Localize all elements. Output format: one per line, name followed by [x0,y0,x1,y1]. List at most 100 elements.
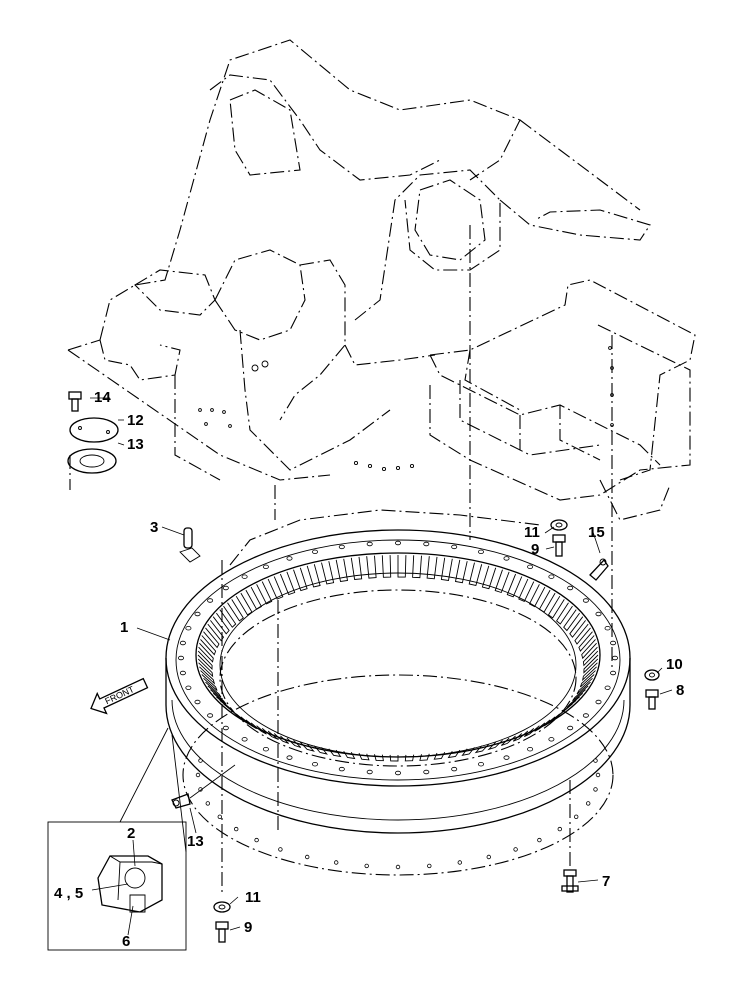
gear-tooth [534,719,551,732]
bolt-hole [548,574,555,579]
gear-tooth [468,562,483,587]
gear-tooth [426,556,438,580]
gear-tooth [528,584,546,608]
gear-tooth [350,556,363,580]
callout-11-top: 11 [524,524,540,541]
bolt-hole [503,556,510,561]
gear-tooth [256,581,273,605]
gear-tooth [240,716,257,730]
callout-11-bottom: 11 [245,889,261,906]
lower-bolt-hole [574,814,579,819]
swing-bearing [165,529,631,876]
bearing-bolt-holes [177,540,619,870]
gear-tooth [581,639,597,660]
front-label: FRONT [103,684,136,706]
callout-4-5: 4 , 5 [54,885,83,902]
gear-tooth [299,741,315,752]
detail-inset [47,727,187,951]
bolt-hole [610,640,617,646]
bolt-hole [241,737,248,742]
gear-tooth [205,681,222,698]
gear-tooth [547,595,565,619]
gear-tooth [374,754,384,762]
bolt-hole [503,755,510,760]
bolt-hole [207,713,214,718]
gear-tooth [579,670,596,688]
bolt-hole [567,585,574,591]
callout-14: 14 [94,389,111,406]
lower-bolt-hole [593,758,598,763]
gear-tooth [518,578,535,602]
callout-8: 8 [676,682,684,699]
gear-tooth [200,635,217,656]
bolt-hole [394,540,401,546]
gear-tooth [250,722,267,735]
gear-tooth [578,631,595,652]
lower-bolt-hole [395,864,401,870]
bolt-hole [185,626,192,631]
gear-tooth [273,733,290,744]
lower-bolt-hole [593,787,598,792]
lower-bolt-hole [198,758,203,763]
lower-bolt-hole [254,837,259,843]
bolt-part-7 [561,869,579,893]
gear-tooth [267,576,284,600]
gear-tooth [440,557,453,582]
bolt-hole [262,564,269,569]
gear-tooth [227,599,244,622]
gear-tooth [572,685,589,702]
internal-gear-teeth [197,555,599,762]
gear-tooth [203,627,220,649]
bolt-hole [604,626,611,631]
bolt-hole [311,549,318,554]
bolt-hole [604,685,611,690]
gear-tooth [199,666,216,685]
gear-tooth [279,571,296,596]
bolt-hole [595,611,602,617]
lower-bolt-hole [233,826,239,832]
gear-tooth [219,605,237,628]
bolt-hole [286,755,293,760]
callout-9-top: 9 [531,541,539,558]
bolt-hole [567,725,574,731]
gear-tooth [212,612,230,635]
grease-fitting-part-13 [171,764,236,809]
bolt-hole [612,655,619,661]
bolt-hole [595,699,602,705]
bolt-hole [177,655,184,661]
gear-tooth [366,555,377,579]
gear-tooth [404,754,415,762]
bolt-hole [366,541,373,547]
gear-tooth [286,737,302,748]
lower-bolt-hole [557,826,562,832]
gear-tooth [447,749,461,759]
lower-bolt-hole [217,814,222,819]
gear-tooth [569,616,586,638]
washer-bolt-right [644,669,660,710]
bolt-hole [423,541,430,547]
alignment-guides [69,225,613,895]
bolt-hole [286,556,293,561]
bolt-hole [477,549,484,554]
bolt-hole [311,762,318,767]
gear-tooth [454,559,468,584]
bolt-hole [338,544,345,550]
bolt-hole [222,725,229,731]
bolt-hole [451,766,458,772]
lower-bolt-hole [427,863,432,869]
gear-tooth [306,564,321,588]
callout-2: 2 [127,825,135,842]
gear-tooth [321,561,335,585]
gear-tooth [474,743,490,754]
callout-6: 6 [122,933,130,950]
washer-bolt-top [550,519,568,557]
callout-12: 12 [127,412,144,429]
lower-bolt-hole [334,860,339,865]
gear-tooth [197,650,213,671]
bolt-hole [185,685,192,690]
bolt-hole [610,670,617,676]
lower-bolt-hole [364,863,369,869]
gear-tooth [524,725,540,738]
callout-9-bottom: 9 [244,919,252,936]
bolt-hole [179,670,186,676]
